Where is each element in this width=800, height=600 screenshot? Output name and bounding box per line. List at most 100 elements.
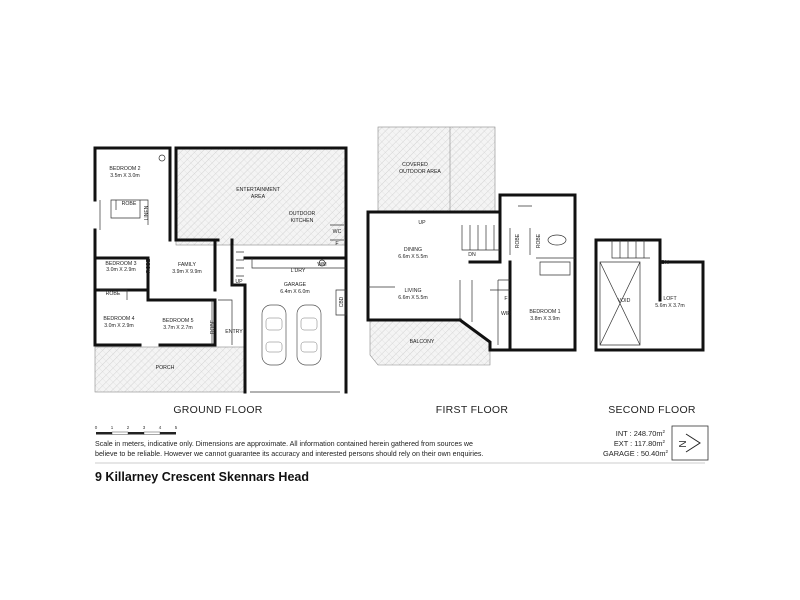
washing-machine-label: WM [317,262,326,268]
bedroom5-dim: 3.7m X 2.7m [163,325,192,331]
svg-text:WC: WC [333,229,342,235]
robe-label: ROBE [146,258,152,273]
first-inner-lines [368,205,575,345]
svg-text:5.6m X 3.7m: 5.6m X 3.7m [655,303,684,309]
living-label: LIVING [404,288,421,294]
svg-text:AREA: AREA [251,194,266,200]
bedroom2-label: BEDROOM 2 [109,166,140,172]
balcony-label: BALCONY [410,339,435,345]
scale-tick-label: 3 [143,425,146,430]
disclaimer-line2: believe to be reliable. However we canno… [95,450,483,458]
fridge-label: F [335,241,338,247]
svg-text:DN: DN [468,252,476,258]
ext-area: EXT : 117.80m [614,439,663,448]
svg-text:PORCH: PORCH [156,365,175,371]
svg-text:N: N [678,440,689,447]
svg-text:ROBE: ROBE [146,258,152,273]
svg-text:LOFT: LOFT [663,296,677,302]
svg-text:6.4m X 6.0m: 6.4m X 6.0m [280,289,309,295]
robe-label: ROBE [515,233,521,248]
svg-text:6.6m X 5.5m: 6.6m X 5.5m [398,295,427,301]
second-floor-plan: DN VOID LOFT 5.6m X 3.7m [594,238,705,352]
svg-text:BEDROOM 5: BEDROOM 5 [162,318,193,324]
squared-superscript: 2 [662,439,665,444]
fridge-label: F [504,296,507,302]
first-floor-title: FIRST FLOOR [436,404,509,416]
outdoor-kitchen-sub: KITCHEN [291,218,314,224]
svg-text:COVERED: COVERED [402,162,428,168]
svg-text:ENTRY: ENTRY [225,329,243,335]
svg-text:3.5m X 3.0m: 3.5m X 3.0m [110,173,139,179]
second-walls [594,238,705,352]
bedroom2-dim: 3.5m X 3.0m [110,173,139,179]
svg-text:UP: UP [418,220,426,226]
loft-label: LOFT [663,296,677,302]
svg-text:UP: UP [235,279,243,285]
disclaimer-line1: Scale in meters, indicative only. Dimens… [95,440,473,448]
entry-label: ENTRY [225,329,243,335]
scale-tick-label: 1 [111,425,114,430]
dining-dim: 6.6m X 5.5m [398,254,427,260]
garage-dim: 6.4m X 6.0m [280,289,309,295]
bedroom4-dim: 3.0m X 2.9m [104,323,133,329]
svg-text:3.0m X 2.9m: 3.0m X 2.9m [106,267,135,273]
balcony-floor [370,320,490,365]
dn-label: DN [661,260,669,266]
int-area: INT : 248.70m [616,429,663,438]
svg-text:5: 5 [175,425,178,430]
linen-label: LINEN [144,205,150,220]
living-dim: 6.6m X 5.5m [398,295,427,301]
bedroom4-label: BEDROOM 4 [103,316,134,322]
svg-text:BEDROOM 4: BEDROOM 4 [103,316,134,322]
svg-text:9 Killarney Crescent Skennars: 9 Killarney Crescent Skennars Head [95,470,309,484]
svg-text:DN: DN [661,260,669,266]
svg-text:3: 3 [143,425,146,430]
svg-text:F: F [504,296,507,302]
outdoor-kitchen-label: OUTDOOR [289,211,316,217]
ground-inner-lines [99,199,347,393]
svg-text:Scale in meters, indicative on: Scale in meters, indicative only. Dimens… [95,440,473,448]
svg-text:FAMILY: FAMILY [178,262,197,268]
bedroom1-label: BEDROOM 1 [529,309,560,315]
svg-text:BEDROOM 2: BEDROOM 2 [109,166,140,172]
svg-text:believe to be reliable. Howeve: believe to be reliable. However we canno… [95,450,483,458]
wc-label: WC [333,229,342,235]
svg-text:ENTERTAINMENT: ENTERTAINMENT [236,187,280,193]
loft-dim: 5.6m X 3.7m [655,303,684,309]
svg-text:KITCHEN: KITCHEN [291,218,314,224]
dining-label: DINING [404,247,422,253]
property-address: 9 Killarney Crescent Skennars Head [95,470,309,484]
scale-tick-label: 5 [175,425,178,430]
svg-text:6.6m X 5.5m: 6.6m X 5.5m [398,254,427,260]
svg-text:GROUND FLOOR: GROUND FLOOR [173,404,262,416]
family-dim: 3.9m X 9.9m [172,269,201,275]
svg-text:3.9m X 9.9m: 3.9m X 9.9m [172,269,201,275]
svg-text:BALCONY: BALCONY [410,339,435,345]
svg-text:FIRST FLOOR: FIRST FLOOR [436,404,509,416]
svg-text:LIVING: LIVING [404,288,421,294]
entertainment-sub: AREA [251,194,266,200]
svg-text:DINING: DINING [404,247,422,253]
svg-text:F: F [335,241,338,247]
scale-tick-label: 4 [159,425,162,430]
first-walls [366,193,577,352]
bedroom3-dim: 3.0m X 2.9m [106,267,135,273]
svg-text:SECOND FLOOR: SECOND FLOOR [608,404,696,416]
svg-text:ROBE: ROBE [122,201,137,207]
svg-text:OUTDOOR AREA: OUTDOOR AREA [399,169,441,175]
ground-floor-title: GROUND FLOOR [173,404,262,416]
ground-walls [93,146,348,394]
first-floor-plan: COVERED OUTDOOR AREA UP DN DINING 6.6m X… [366,126,577,366]
svg-text:LINEN: LINEN [144,205,150,220]
svg-text:3.7m X 2.7m: 3.7m X 2.7m [163,325,192,331]
up-label: UP [418,220,426,226]
robe-label: ROBE [210,319,216,334]
entertainment-area-floor [176,148,346,245]
area-summary: INT : 248.70m2 EXT : 117.80m2 GARAGE : 5… [603,429,668,458]
svg-text:BEDROOM 1: BEDROOM 1 [529,309,560,315]
svg-text:2: 2 [127,425,130,430]
svg-text:0: 0 [95,425,98,430]
svg-text:CBD: CBD [339,296,345,307]
car-icon [261,304,287,366]
robe-label: ROBE [536,233,542,248]
